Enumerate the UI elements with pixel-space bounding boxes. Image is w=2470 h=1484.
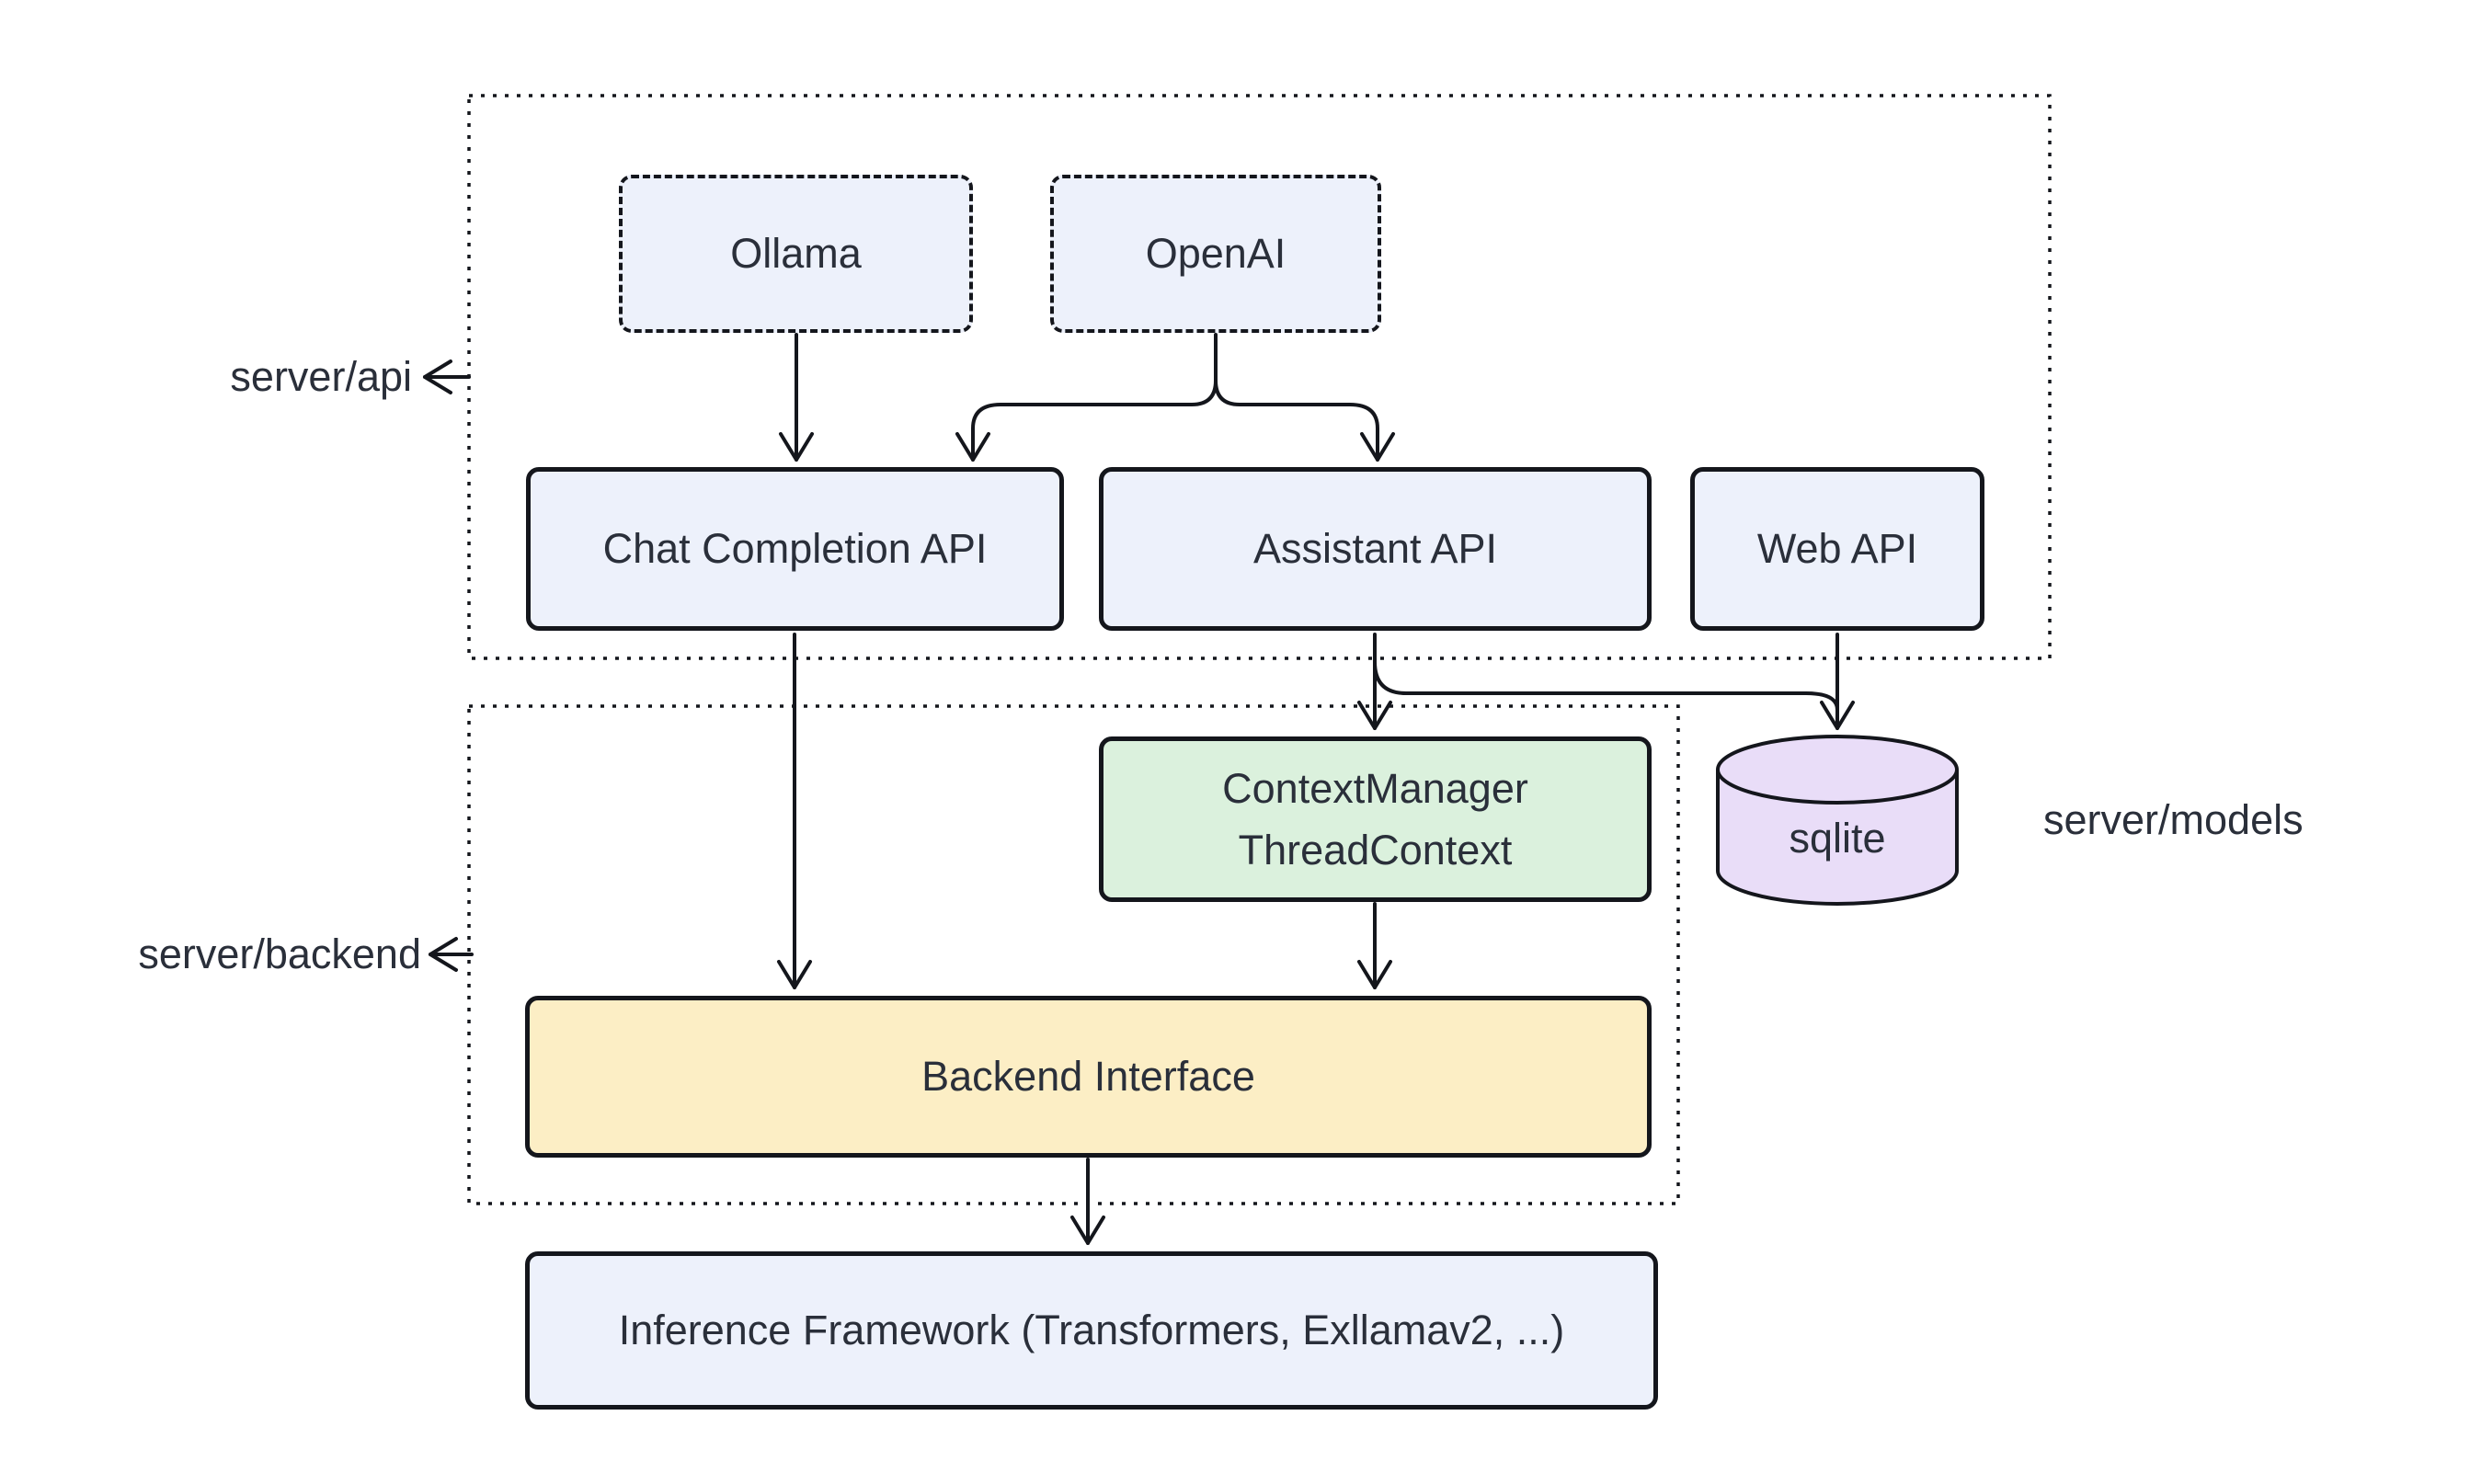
arrow-assistant-to-sqlite [1373,660,1839,712]
sqlite-cylinder [1716,735,1959,906]
label-server-api: server/api [230,353,412,400]
arrow-openai-to-chat-completion [955,379,1218,462]
node-ollama-label: Ollama [730,230,862,277]
arrow-openai-to-assistant [1214,379,1395,462]
node-assistant-api-label: Assistant API [1252,525,1498,572]
node-chat-completion-api: Chat Completion API [526,467,1064,631]
node-context-manager-line2: ThreadContext [1238,827,1513,873]
node-context-manager-line1: ContextManager [1222,765,1528,812]
node-web-api-label: Web API [1756,525,1918,572]
node-openai-label: OpenAI [1145,230,1286,277]
label-server-backend: server/backend [138,930,421,977]
node-sqlite-label: sqlite [1789,815,1886,862]
node-inference-framework-label: Inference Framework (Transformers, Exlla… [618,1307,1565,1353]
sqlite-cylinder-top [1716,735,1959,805]
node-backend-interface: Backend Interface [525,996,1652,1158]
node-chat-completion-api-label: Chat Completion API [602,525,988,572]
node-context-manager: ContextManager ThreadContext [1099,736,1652,902]
label-server-models: server/models [2043,796,2304,843]
node-ollama: Ollama [619,175,973,333]
node-assistant-api: Assistant API [1099,467,1652,631]
node-web-api: Web API [1690,467,1984,631]
node-backend-interface-label: Backend Interface [921,1053,1255,1100]
node-inference-framework: Inference Framework (Transformers, Exlla… [525,1251,1658,1410]
node-openai: OpenAI [1050,175,1381,333]
sqlite-cylinder-body [1716,770,1959,906]
